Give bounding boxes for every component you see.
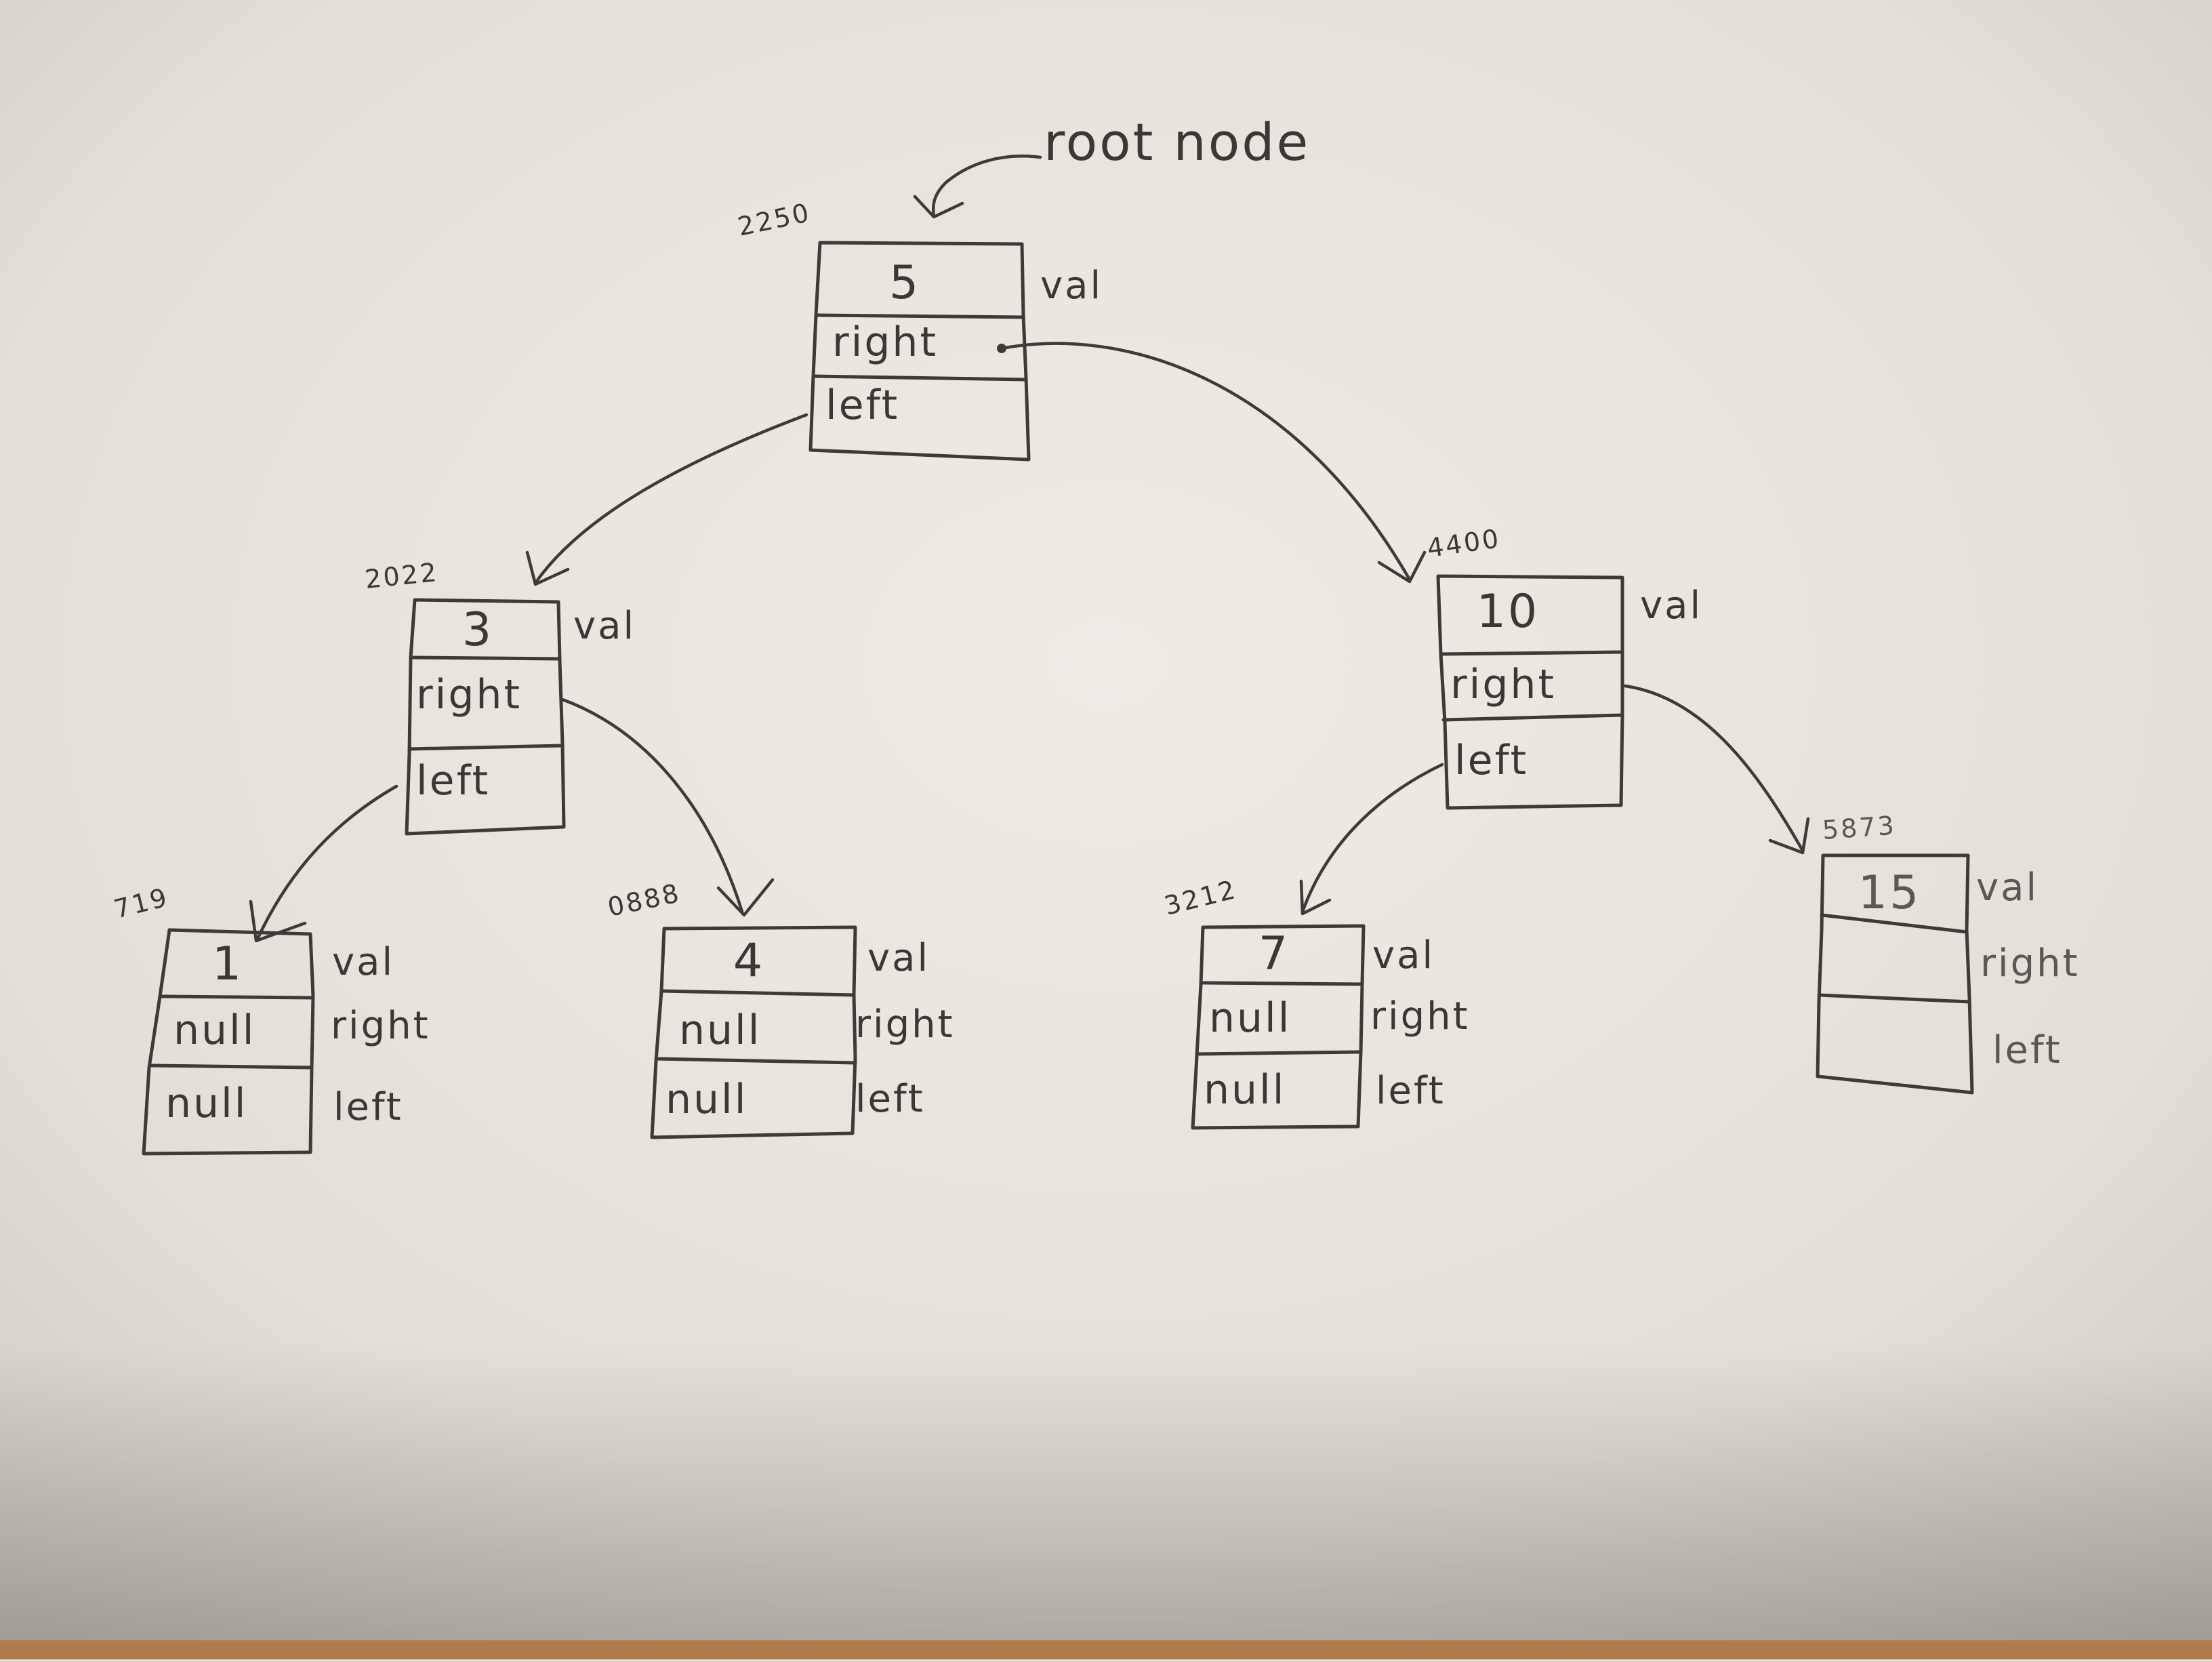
arrowhead: [525, 550, 570, 586]
arrowhead: [1377, 550, 1427, 584]
node-right-cell: right: [832, 319, 938, 366]
node-address: 5873: [1822, 811, 1898, 845]
node-divider: [811, 374, 1028, 382]
node-right-cell: null: [173, 1007, 255, 1054]
field-label-left: left: [855, 1077, 925, 1121]
node-box-outline: [1816, 853, 1974, 1095]
node-val-cell: 7: [1258, 927, 1290, 981]
node-left-cell: null: [1204, 1066, 1286, 1114]
table-edge: [0, 1640, 2212, 1659]
node-left-cell: left: [1454, 737, 1528, 784]
node-divider: [409, 655, 562, 661]
root-arrow-line: [932, 155, 1042, 218]
tree-node-5: 2250 5 right left val: [735, 197, 1103, 462]
root-node-annotation: root node: [913, 112, 1310, 219]
field-label-val: val: [332, 940, 394, 984]
tree-node-7: 3212 7 null null val right left: [1162, 874, 1470, 1130]
node-val-cell: 4: [733, 934, 764, 988]
node-left-cell: null: [665, 1076, 747, 1123]
node-divider: [654, 1057, 857, 1065]
field-label-left: left: [1992, 1028, 2062, 1072]
node-right-cell: null: [1209, 994, 1291, 1042]
field-label-val: val: [1640, 584, 1702, 628]
node-val-cell: 1: [212, 937, 243, 991]
arrowhead: [249, 899, 307, 943]
edge-5-right-to-10: [1000, 342, 1412, 582]
edge-10-right-to-15: [1623, 684, 1805, 853]
node-divider: [1820, 913, 1969, 934]
node-left-cell: null: [165, 1080, 247, 1127]
field-label-val: val: [867, 936, 930, 980]
node-val-cell: 10: [1477, 585, 1540, 639]
root-arrow-head: [913, 195, 964, 219]
field-label-val: val: [573, 604, 636, 648]
field-label-right: right: [331, 1004, 430, 1048]
field-label-right: right: [855, 1002, 955, 1047]
tree-node-4: 0888 4 null null val right left: [605, 878, 955, 1139]
node-divider: [1439, 650, 1624, 656]
node-box-outline: [142, 928, 315, 1156]
node-right-cell: right: [416, 671, 522, 718]
node-divider: [158, 994, 315, 1000]
field-label-val: val: [1372, 933, 1435, 977]
node-val-cell: 15: [1858, 866, 1921, 920]
tree-node-1: 719 1 null null val right left: [111, 882, 430, 1156]
arrowhead: [1768, 817, 1810, 855]
edge-3-left-to-1: [255, 784, 398, 941]
field-label-val: val: [1976, 866, 2039, 910]
tree-edges: [249, 342, 1810, 943]
node-divider: [1199, 981, 1364, 986]
field-label-right: right: [1980, 941, 2080, 986]
edge-5-left-to-3: [533, 413, 808, 585]
node-divider: [1195, 1050, 1363, 1056]
node-val-cell: 3: [462, 603, 493, 657]
root-node-label: root node: [1044, 112, 1310, 172]
node-box-outline: [405, 598, 566, 836]
node-box-outline: [650, 925, 857, 1139]
node-box-outline: [1191, 924, 1366, 1130]
edge-10-left-to-7: [1300, 763, 1444, 914]
node-right-cell: null: [679, 1007, 761, 1054]
node-divider: [148, 1063, 314, 1070]
node-box-outline: [1436, 574, 1624, 810]
node-box-outline: [808, 241, 1031, 462]
node-left-cell: left: [825, 382, 899, 429]
node-divider: [659, 989, 856, 997]
tree-node-15: 5873 15 val right left: [1816, 811, 2080, 1095]
node-val-cell: 5: [889, 256, 920, 310]
node-left-cell: left: [416, 757, 490, 805]
field-label-right: right: [1370, 994, 1470, 1038]
node-right-cell: right: [1450, 661, 1556, 708]
field-label-val: val: [1040, 264, 1103, 308]
field-label-left: left: [333, 1085, 403, 1129]
arrowhead: [716, 878, 775, 917]
node-divider: [1817, 993, 1971, 1004]
paper-shadow: [0, 1342, 2212, 1640]
field-label-left: left: [1376, 1069, 1446, 1113]
edge-3-right-to-4: [560, 697, 744, 914]
node-divider: [1441, 713, 1624, 722]
arrowhead: [1299, 879, 1332, 916]
node-divider: [814, 313, 1025, 319]
node-divider: [407, 744, 565, 751]
